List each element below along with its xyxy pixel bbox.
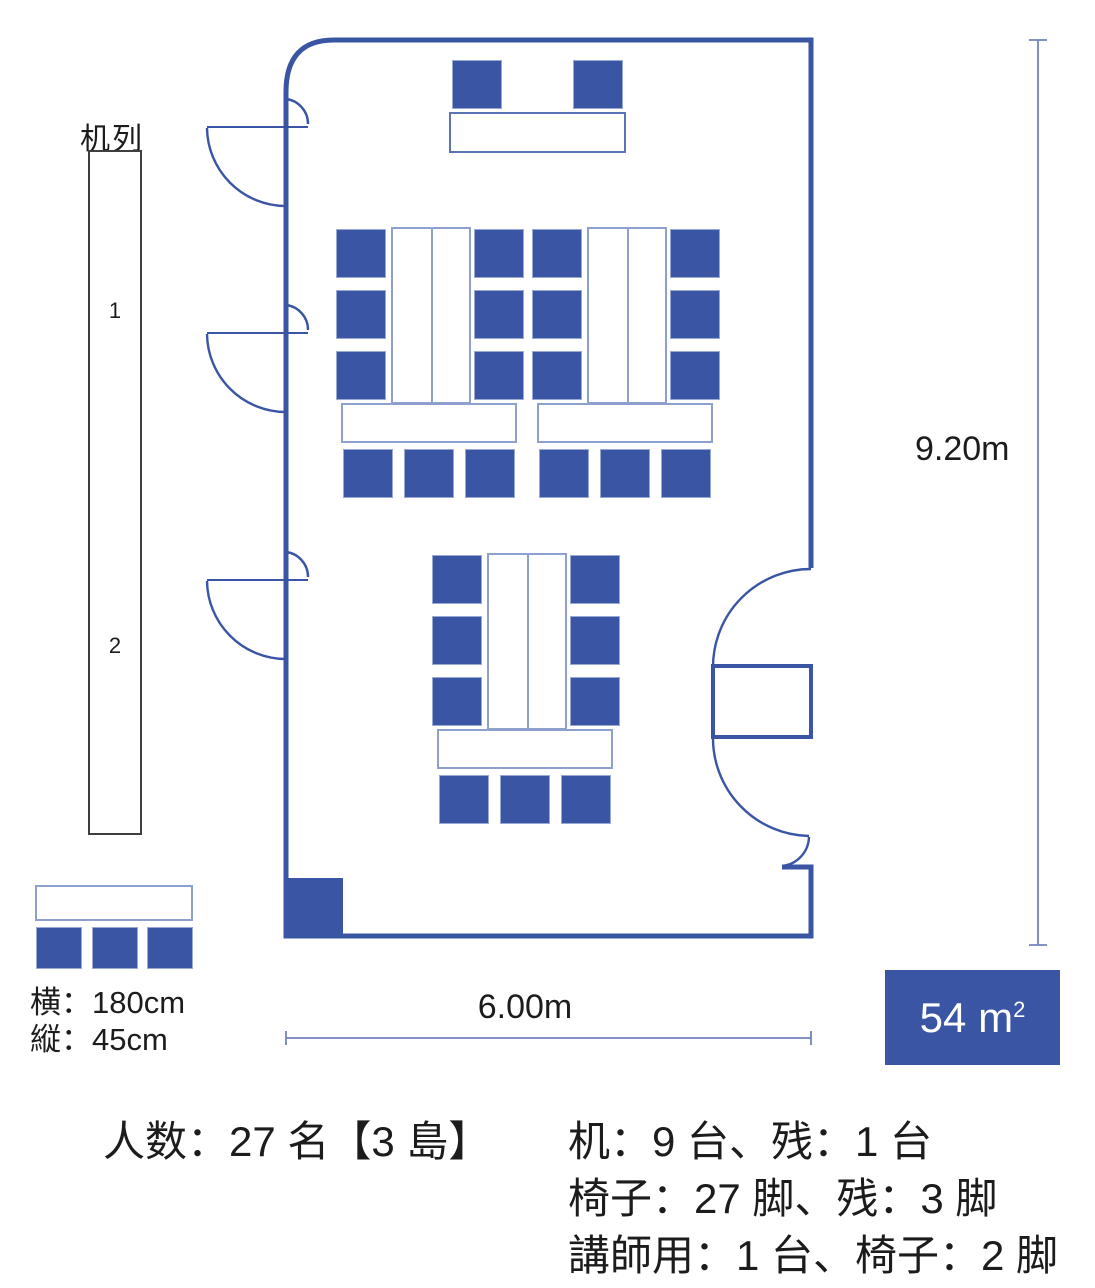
chair <box>432 677 482 726</box>
door-swing-arc-right-bottom <box>711 735 810 838</box>
door-swing-arc-left-3 <box>205 580 286 661</box>
island-desk-horizontal <box>341 403 517 443</box>
door-swing-arc-right-top <box>711 567 812 668</box>
instructor-count-line: 講師用：1 台、椅子：2 脚 <box>568 1232 1059 1279</box>
island-desk-horizontal <box>437 729 613 769</box>
dimension-line-width <box>285 1031 812 1045</box>
island-3 <box>432 553 620 824</box>
chair <box>670 351 720 400</box>
desk-divider <box>431 229 433 402</box>
instructor-desk <box>449 112 626 153</box>
legend-dimensions: 横：180cm 縦：45cm <box>30 984 185 1058</box>
room-outline <box>283 37 814 939</box>
instructor-chair <box>452 60 502 109</box>
instructor-chair <box>573 60 623 109</box>
area-value: 54 <box>919 993 967 1041</box>
door-leaf-curl-right-bottom <box>781 836 811 868</box>
chair <box>600 449 650 498</box>
chair <box>539 449 589 498</box>
legend-table <box>35 885 193 921</box>
chair <box>404 449 454 498</box>
island-2 <box>532 227 720 498</box>
island-desk-vertical <box>391 227 471 404</box>
desk-row-2-label: 2 <box>108 633 122 658</box>
chair <box>343 449 393 498</box>
corner-pillar <box>286 878 343 936</box>
chair <box>432 616 482 665</box>
chair <box>532 290 582 339</box>
chair <box>532 229 582 278</box>
legend-width-label: 横：180cm <box>30 985 186 1020</box>
chair <box>570 616 620 665</box>
dimension-line-height <box>1029 39 1047 946</box>
chair <box>474 229 524 278</box>
desk-row-key-bar <box>88 150 142 835</box>
door-hinge-arc-left-3 <box>285 550 310 578</box>
furniture-summary: 机：9 台、残：1 台 椅子：27 脚、残：3 脚 講師用：1 台、椅子：2 脚 <box>568 1113 1058 1284</box>
desk-count-line: 机：9 台、残：1 台 <box>568 1118 933 1165</box>
chair <box>336 229 386 278</box>
chair <box>474 351 524 400</box>
door-hinge-arc-left-1 <box>285 97 310 125</box>
chair <box>570 555 620 604</box>
door-hinge-arc-left-2 <box>285 303 310 331</box>
wall-pier <box>711 664 813 739</box>
chair-count-line: 椅子：27 脚、残：3 脚 <box>568 1175 998 1222</box>
island-1 <box>336 227 524 498</box>
legend-chair <box>147 927 193 969</box>
room-width-label: 6.00m <box>477 988 573 1026</box>
area-unit: m2 <box>978 993 1026 1041</box>
legend-depth-label: 縦：45cm <box>30 1022 168 1057</box>
island-desk-horizontal <box>537 403 713 443</box>
chair <box>561 775 611 824</box>
chair <box>500 775 550 824</box>
chair <box>670 290 720 339</box>
chair <box>336 351 386 400</box>
desk-row-1-label: 1 <box>108 298 122 323</box>
chair <box>661 449 711 498</box>
legend-chair <box>36 927 82 969</box>
legend-chair <box>92 927 138 969</box>
chair <box>670 229 720 278</box>
desk-divider <box>527 555 529 728</box>
island-desk-vertical <box>487 553 567 730</box>
capacity-summary: 人数：27 名【3 島】 <box>103 1118 491 1165</box>
door-swing-arc-left-2 <box>205 333 286 414</box>
island-desk-vertical <box>587 227 667 404</box>
area-badge: 54 m2 <box>885 970 1060 1065</box>
chair <box>570 677 620 726</box>
chair <box>336 290 386 339</box>
chair <box>432 555 482 604</box>
desk-divider <box>627 229 629 402</box>
door-swing-arc-left-1 <box>205 127 286 208</box>
chair <box>532 351 582 400</box>
chair <box>465 449 515 498</box>
chair <box>474 290 524 339</box>
chair <box>439 775 489 824</box>
room-height-label: 9.20m <box>915 430 1010 468</box>
